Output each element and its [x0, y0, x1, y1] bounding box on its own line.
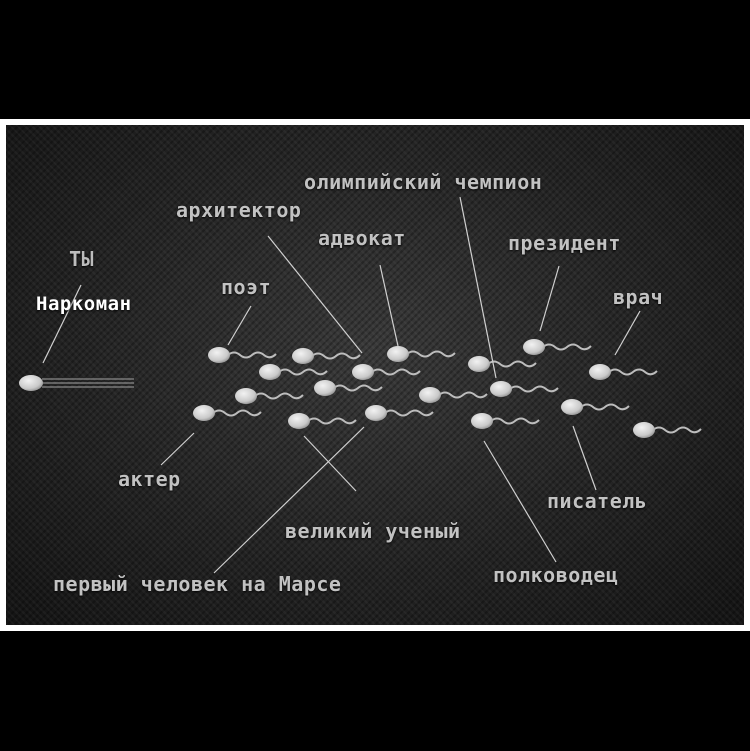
sperm-cell: [288, 413, 357, 429]
lead-sperm-cell: [19, 375, 134, 391]
label-writer: писатель: [547, 489, 648, 513]
sperm-illustration: [19, 196, 702, 574]
pointer-line: [459, 196, 497, 379]
label-lawyer: адвокат: [318, 226, 406, 250]
label-architect: архитектор: [176, 198, 302, 222]
pointer-line: [572, 425, 597, 491]
label-narkoman: Наркоман: [36, 293, 132, 315]
sperm-cell: [471, 413, 540, 429]
label-commander: полководец: [493, 563, 619, 587]
pointer-line: [379, 264, 399, 347]
sperm-cell: [468, 356, 537, 372]
sperm-cell: [490, 381, 559, 397]
sperm-cell: [419, 387, 488, 403]
label-actor: актер: [118, 467, 181, 491]
sperm-cell: [352, 364, 421, 380]
pointer-line: [42, 284, 82, 364]
pointer-line: [213, 426, 365, 574]
sperm-cell: [589, 364, 658, 380]
label-ty: ТЫ: [69, 247, 95, 271]
sperm-cell: [235, 388, 304, 404]
pointer-line: [614, 310, 641, 356]
pointer-line: [539, 265, 560, 332]
label-scientist: великий ученый: [285, 519, 461, 543]
pointer-line: [160, 432, 195, 466]
label-doctor: врач: [613, 285, 664, 309]
sperm-cell: [292, 348, 361, 364]
pointer-line: [483, 440, 557, 563]
pointer-line: [267, 235, 363, 354]
sperm-cell: [561, 399, 630, 415]
sperm-cell: [365, 405, 434, 421]
sperm-cell: [633, 422, 702, 438]
pointer-line: [303, 435, 357, 492]
sperm-cell: [208, 347, 277, 363]
label-poet: поэт: [221, 275, 272, 299]
sperm-cell: [193, 405, 262, 421]
label-olympic: олимпийский чемпион: [304, 170, 543, 194]
sperm-cell: [314, 380, 383, 396]
sperm-cell: [387, 346, 456, 362]
label-president: президент: [508, 231, 621, 255]
sperm-cell: [523, 339, 592, 355]
label-first-mars: первый человек на Марсе: [53, 572, 342, 596]
pointer-line: [227, 305, 252, 346]
sperm-cell: [259, 364, 328, 380]
meme-panel: ТЫ Наркоман поэт архитектор адвокат олим…: [6, 125, 744, 625]
